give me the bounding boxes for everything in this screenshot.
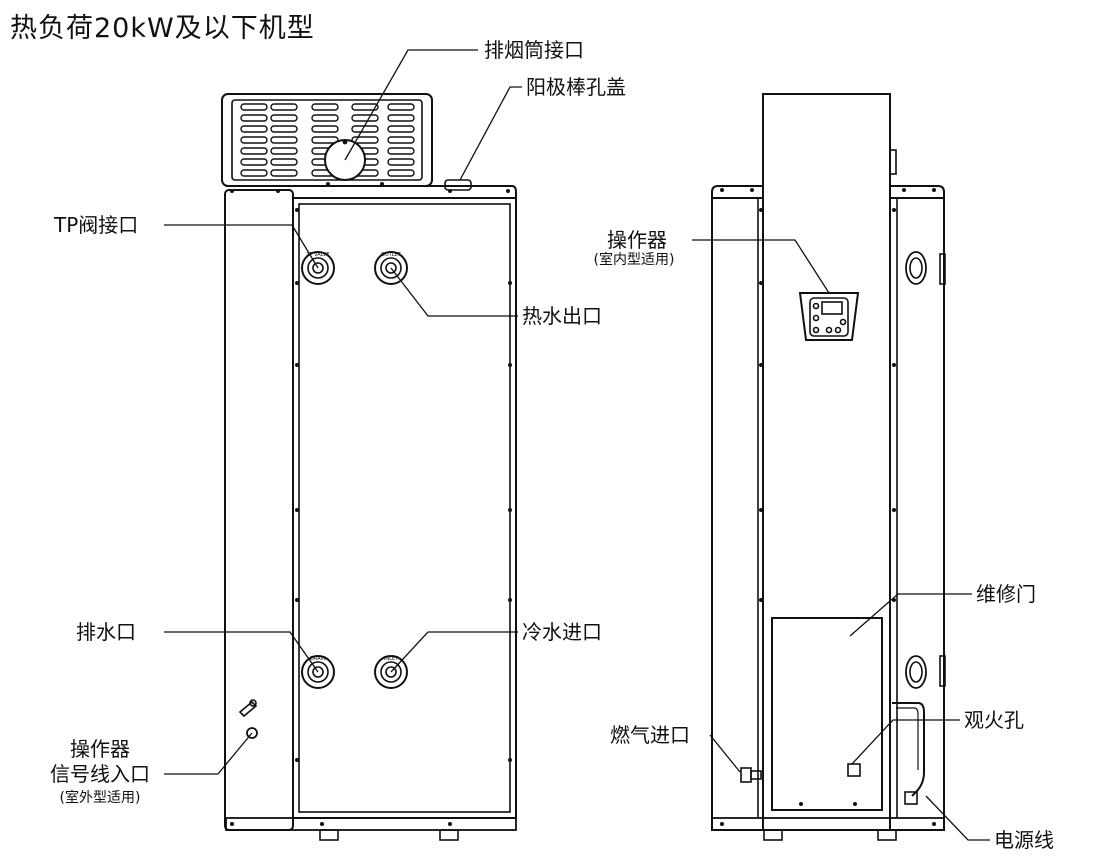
label-cold-inlet: 冷水进口	[522, 620, 602, 644]
gas-inlet-fitting	[740, 767, 762, 783]
leader-lines	[164, 49, 990, 841]
leader-drain	[164, 631, 319, 673]
leader-cold-inlet	[390, 631, 518, 673]
label-hot-outlet: 热水出口	[522, 304, 602, 328]
cold-water-inlet-port	[374, 655, 408, 689]
signal-entry	[238, 699, 258, 739]
label-power-cord: 电源线	[994, 828, 1054, 852]
outlet-tag-text: OUTLET	[381, 252, 402, 258]
hot-water-outlet-port	[374, 251, 408, 285]
sight-hole	[847, 763, 861, 777]
label-gas-inlet: 燃气进口	[610, 723, 690, 747]
label-controller-note: (室内型适用)	[593, 252, 675, 268]
rear-side-port-upper	[905, 251, 946, 285]
tp-valve-port	[301, 251, 335, 285]
leader-hot-outlet	[390, 267, 518, 317]
front-view-unit	[221, 93, 517, 841]
power-cord	[892, 702, 925, 797]
leader-tp	[164, 224, 319, 269]
diagram-title: 热负荷20kW及以下机型	[10, 13, 315, 44]
leader-controller	[692, 239, 830, 294]
rear-view-unit	[711, 93, 946, 841]
label-anode-cover: 阳极棒孔盖	[526, 75, 626, 99]
controller-device	[798, 292, 860, 341]
label-service-door: 维修门	[976, 582, 1036, 606]
leader-gas	[709, 734, 741, 773]
drain-port	[301, 655, 335, 689]
label-sight-hole: 观火孔	[964, 708, 1024, 732]
label-signal-line1: 操作器	[70, 737, 130, 761]
label-controller: 操作器	[607, 228, 667, 252]
label-tp-valve: TP阀接口	[54, 213, 139, 237]
label-signal-line2: 信号线入口	[50, 762, 150, 786]
inlet-tag-text: INLET	[384, 656, 399, 662]
leader-sight	[851, 719, 960, 765]
label-flue-port: 排烟筒接口	[484, 38, 584, 62]
leader-flue	[344, 49, 478, 161]
service-door	[771, 617, 883, 811]
leader-anode	[459, 86, 522, 181]
flue-box	[221, 93, 433, 187]
rear-side-port-lower	[905, 655, 946, 689]
drain-tag-text: DRAIN	[310, 656, 326, 662]
label-signal-note: (室外型适用)	[59, 790, 141, 806]
leader-service-door	[849, 593, 972, 637]
leader-signal	[164, 732, 253, 775]
label-drain: 排水口	[76, 620, 136, 644]
tp-tag-text: TP VALVE	[306, 252, 330, 258]
leader-power	[925, 795, 990, 841]
